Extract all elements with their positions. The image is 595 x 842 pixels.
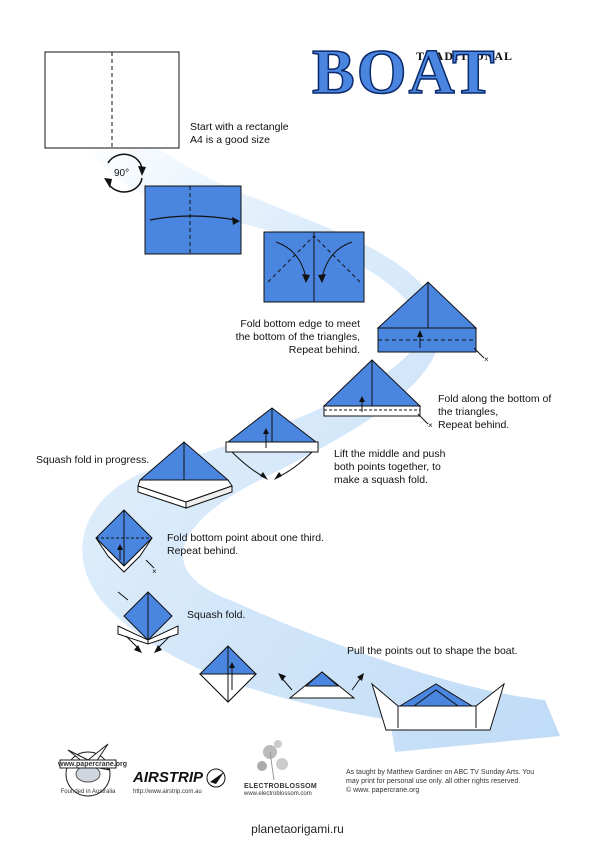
svg-text:×: × [428,421,433,430]
step-8-diamond: × [95,509,157,576]
step-5-text: Fold along the bottom of the triangles, … [438,393,552,431]
step-1-text: Start with a rectangle A4 is a good size [190,121,289,146]
step-6-text: Lift the middle and push both points tog… [334,448,446,486]
step-2-fold-in-half [144,185,242,255]
step-5-fold-along-bottom: × [322,359,433,430]
finished-boat [371,682,505,731]
step-11-pull-points [278,671,364,699]
credit-text: As taught by Matthew Gardiner on ABC TV … [346,769,535,794]
step-7-squash-progress [137,441,233,509]
airstrip-url: http://www.airstrip.com.au [133,789,202,795]
step-7-text: Squash fold in progress. [36,454,150,466]
papercrane-tagline: Founded in Australia [60,789,116,795]
rotate-label: 90° [114,168,129,179]
step-9-squash-fold [117,591,179,653]
airstrip-logo-text: AIRSTRIP [133,769,204,786]
svg-text:×: × [152,567,157,576]
svg-text:×: × [484,355,489,364]
site-watermark: planetaorigami.ru [251,822,344,836]
papercrane-logo [59,743,117,797]
electroblossom-flower-icon [257,740,288,781]
step-10-small-diamond [198,645,258,703]
step-3-fold-corners [263,231,365,303]
step-9-text: Squash fold. [187,609,246,621]
step-11-text: Pull the points out to shape the boat. [347,645,518,657]
step-6-lift-middle [225,407,319,480]
electroblossom-url: www.electroblossom.com [244,791,312,797]
airstrip-plane-icon [206,768,226,788]
step-4-text: Fold bottom edge to meet the bottom of t… [235,318,360,356]
electroblossom-logo-text: ELECTROBLOSSOM [244,783,318,790]
rotate-icon: 90° [104,153,146,193]
title-traditional: TRADITIONAL [416,49,514,63]
step-4-fold-edge-up: × [376,281,489,364]
title-boat: BOAT [311,36,497,107]
step-1-rectangle [44,51,180,149]
step-8-text: Fold bottom point about one third. Repea… [167,532,325,557]
papercrane-url: www.papercrane.org [58,761,127,768]
winding-path [82,130,560,752]
